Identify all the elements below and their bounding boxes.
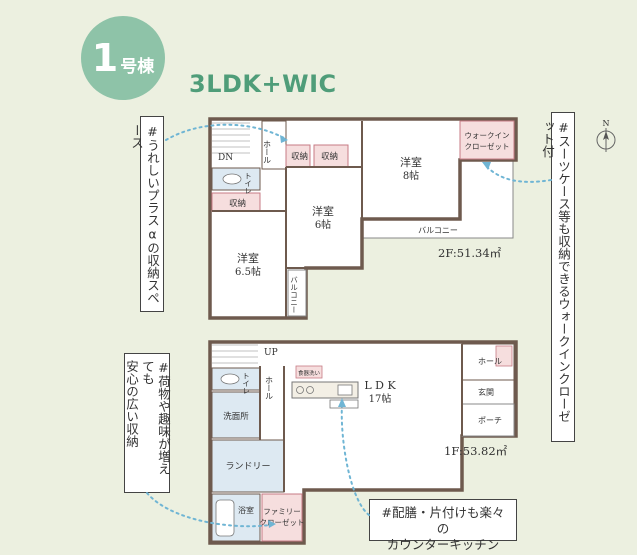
callout-hobby-storage-col2: 安心の広い収納 bbox=[124, 360, 139, 448]
walk-in-closet bbox=[459, 120, 515, 160]
badge-number: 1 bbox=[91, 36, 119, 80]
floor-1-plan: UP ホール トイレ 洗面所 ランドリー 浴室 ファミリー クローゼット L D… bbox=[208, 340, 518, 545]
label-2f-dn: DN bbox=[218, 153, 233, 163]
label-1f-washroom: 洗面所 bbox=[223, 411, 249, 422]
layout-title: 3LDK+WIC bbox=[189, 70, 337, 98]
label-2f-balcony-main: バルコニー bbox=[418, 226, 458, 235]
floor-1-outline bbox=[208, 340, 518, 545]
label-2f-toilet: トイレ bbox=[244, 172, 253, 195]
label-2f-storage-b: 収納 bbox=[321, 151, 338, 162]
label-2f-wic-line1: ウォークイン bbox=[465, 131, 510, 140]
floor-2-plan: DN ホール 収納 収納 収納 トイレ 洋室 8帖 洋室 6帖 洋室 6.5帖 … bbox=[208, 117, 518, 320]
laundry bbox=[211, 439, 285, 493]
label-1f-ldk-size: 17帖 bbox=[369, 392, 392, 405]
arrow-counter-kitchen bbox=[340, 403, 370, 516]
arrow-walk-in-closet bbox=[485, 165, 552, 183]
label-1f-up: UP bbox=[264, 348, 278, 358]
callout-counter-kitchen: #配膳・片付けも楽々の カウンターキッチン bbox=[369, 499, 517, 552]
family-closet bbox=[261, 493, 303, 542]
callout-storage-space: #うれしいプラスαの収納スペース bbox=[129, 116, 164, 312]
label-1f-bath: 浴室 bbox=[238, 505, 254, 515]
label-2f-hall: ホール bbox=[263, 140, 272, 164]
callout-hobby-storage-col1: #荷物や趣味が増えても bbox=[140, 360, 171, 475]
label-2f-room6-name: 洋室 bbox=[312, 204, 334, 218]
label-2f-storage-a: 収納 bbox=[291, 151, 308, 162]
label-1f-hall: ホール bbox=[265, 376, 274, 400]
balcony-small bbox=[287, 269, 307, 317]
label-1f-family-closet-line2: クローゼット bbox=[260, 517, 305, 527]
label-2f-room65-size: 6.5帖 bbox=[235, 265, 261, 278]
label-1f-entrance: 玄関 bbox=[478, 387, 494, 397]
label-2f-room65-name: 洋室 bbox=[237, 251, 259, 265]
arrow-storage-space bbox=[165, 123, 285, 141]
callout-kitchen-line2: カウンターキッチン bbox=[386, 537, 500, 552]
label-1f-kitchen-tag: 食器洗い bbox=[298, 369, 321, 377]
label-2f-storage-c: 収納 bbox=[229, 198, 246, 209]
callout-arrows bbox=[146, 123, 552, 528]
arrow-hobby-storage bbox=[146, 492, 271, 528]
label-1f-laundry: ランドリー bbox=[225, 461, 270, 472]
label-2f-wic-line2: クローゼット bbox=[465, 141, 510, 151]
label-1f-area: 1F:53.82㎡ bbox=[444, 444, 508, 458]
callout-hobby-storage: #荷物や趣味が増えても 安心の広い収納 bbox=[124, 353, 171, 493]
label-2f-room8-size: 8帖 bbox=[403, 169, 419, 182]
label-1f-ldk-name: L D K bbox=[364, 379, 396, 392]
stairs-2f bbox=[212, 121, 250, 157]
washroom bbox=[211, 391, 261, 439]
label-2f-balcony-small: バルコニー bbox=[289, 276, 298, 314]
label-1f-toilet: トイレ bbox=[242, 372, 251, 395]
building-number-badge: 1 号棟 bbox=[81, 16, 165, 100]
label-1f-family-closet-line1: ファミリー bbox=[263, 507, 301, 516]
label-1f-porch: ポーチ bbox=[478, 416, 502, 425]
label-2f-room8-name: 洋室 bbox=[400, 155, 422, 169]
label-2f-area: 2F:51.34㎡ bbox=[438, 246, 502, 260]
compass-label: N bbox=[603, 119, 610, 128]
badge-unit: 号棟 bbox=[120, 56, 155, 77]
stairs-1f bbox=[212, 344, 258, 366]
callout-kitchen-line1: #配膳・片付けも楽々の bbox=[381, 505, 505, 536]
compass-icon: N bbox=[596, 119, 616, 152]
label-2f-room6-size: 6帖 bbox=[315, 218, 331, 231]
label-1f-entrance-hall: ホール bbox=[478, 357, 502, 366]
callout-walk-in-closet: #スーツケース等も収納できるウォークインクローゼット付 bbox=[540, 112, 575, 442]
